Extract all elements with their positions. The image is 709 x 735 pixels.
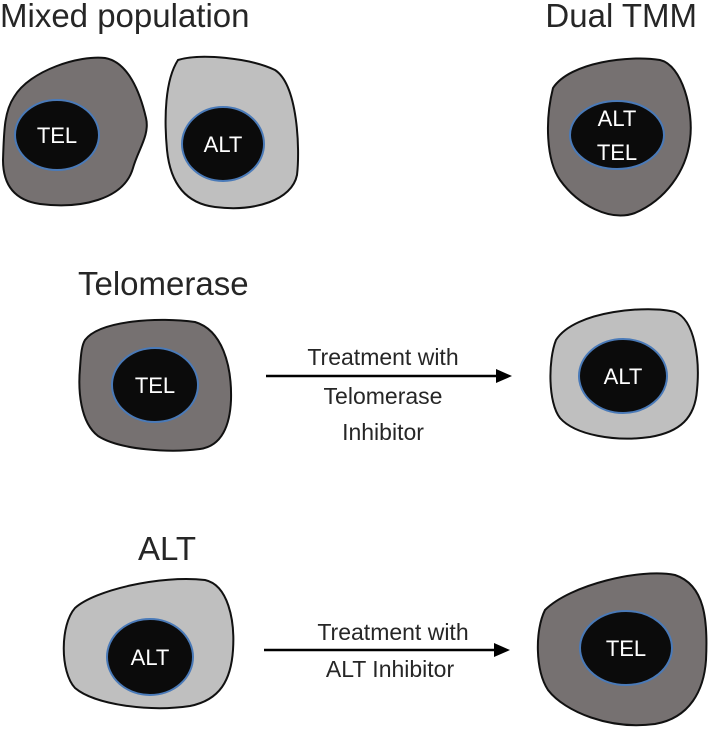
arrow-head: [496, 369, 512, 383]
telomerase-treatment-label-line2: Telomerase: [324, 383, 443, 409]
nucleus: [579, 610, 673, 686]
alt-treatment-arrow: [264, 643, 510, 657]
nucleus: [106, 618, 194, 696]
nucleus-label: TEL: [135, 373, 175, 398]
telomerase-treatment-label-line1: Treatment with: [307, 344, 458, 370]
nucleus-label: ALT: [204, 132, 243, 157]
heading-alt: ALT: [138, 530, 196, 567]
nucleus-label: TEL: [606, 636, 646, 661]
mixed-telomerase-cell: TEL: [1, 56, 148, 207]
telomerase-before-cell: TEL: [78, 318, 233, 452]
telomerase-treatment-label-line3: Inhibitor: [342, 419, 424, 445]
telomerase-treatment-arrow: [266, 369, 512, 383]
nucleus-label-alt: ALT: [598, 106, 637, 131]
alt-before-cell: ALT: [62, 578, 235, 710]
alt-after-cell: TEL: [536, 572, 708, 727]
alt-treatment-label-line1: Treatment with: [317, 619, 468, 645]
nucleus-label-tel: TEL: [597, 140, 637, 165]
heading-dual-tmm: Dual TMM: [545, 0, 697, 34]
nucleus: [111, 347, 199, 423]
heading-telomerase: Telomerase: [78, 265, 249, 302]
alt-treatment-label-line2: ALT Inhibitor: [326, 656, 455, 682]
arrow-head: [494, 643, 510, 657]
nucleus-label: TEL: [37, 123, 77, 148]
telomerase-after-cell: ALT: [549, 308, 699, 440]
nucleus-label: ALT: [131, 645, 170, 670]
dual-tmm-cell: ALT TEL: [546, 57, 692, 217]
nucleus: [14, 99, 100, 171]
nucleus: [181, 106, 265, 182]
nucleus-label: ALT: [604, 364, 643, 389]
mixed-alt-cell: ALT: [164, 55, 300, 210]
nucleus: [578, 338, 668, 414]
heading-mixed-population: Mixed population: [0, 0, 250, 34]
nucleus: [569, 100, 665, 170]
